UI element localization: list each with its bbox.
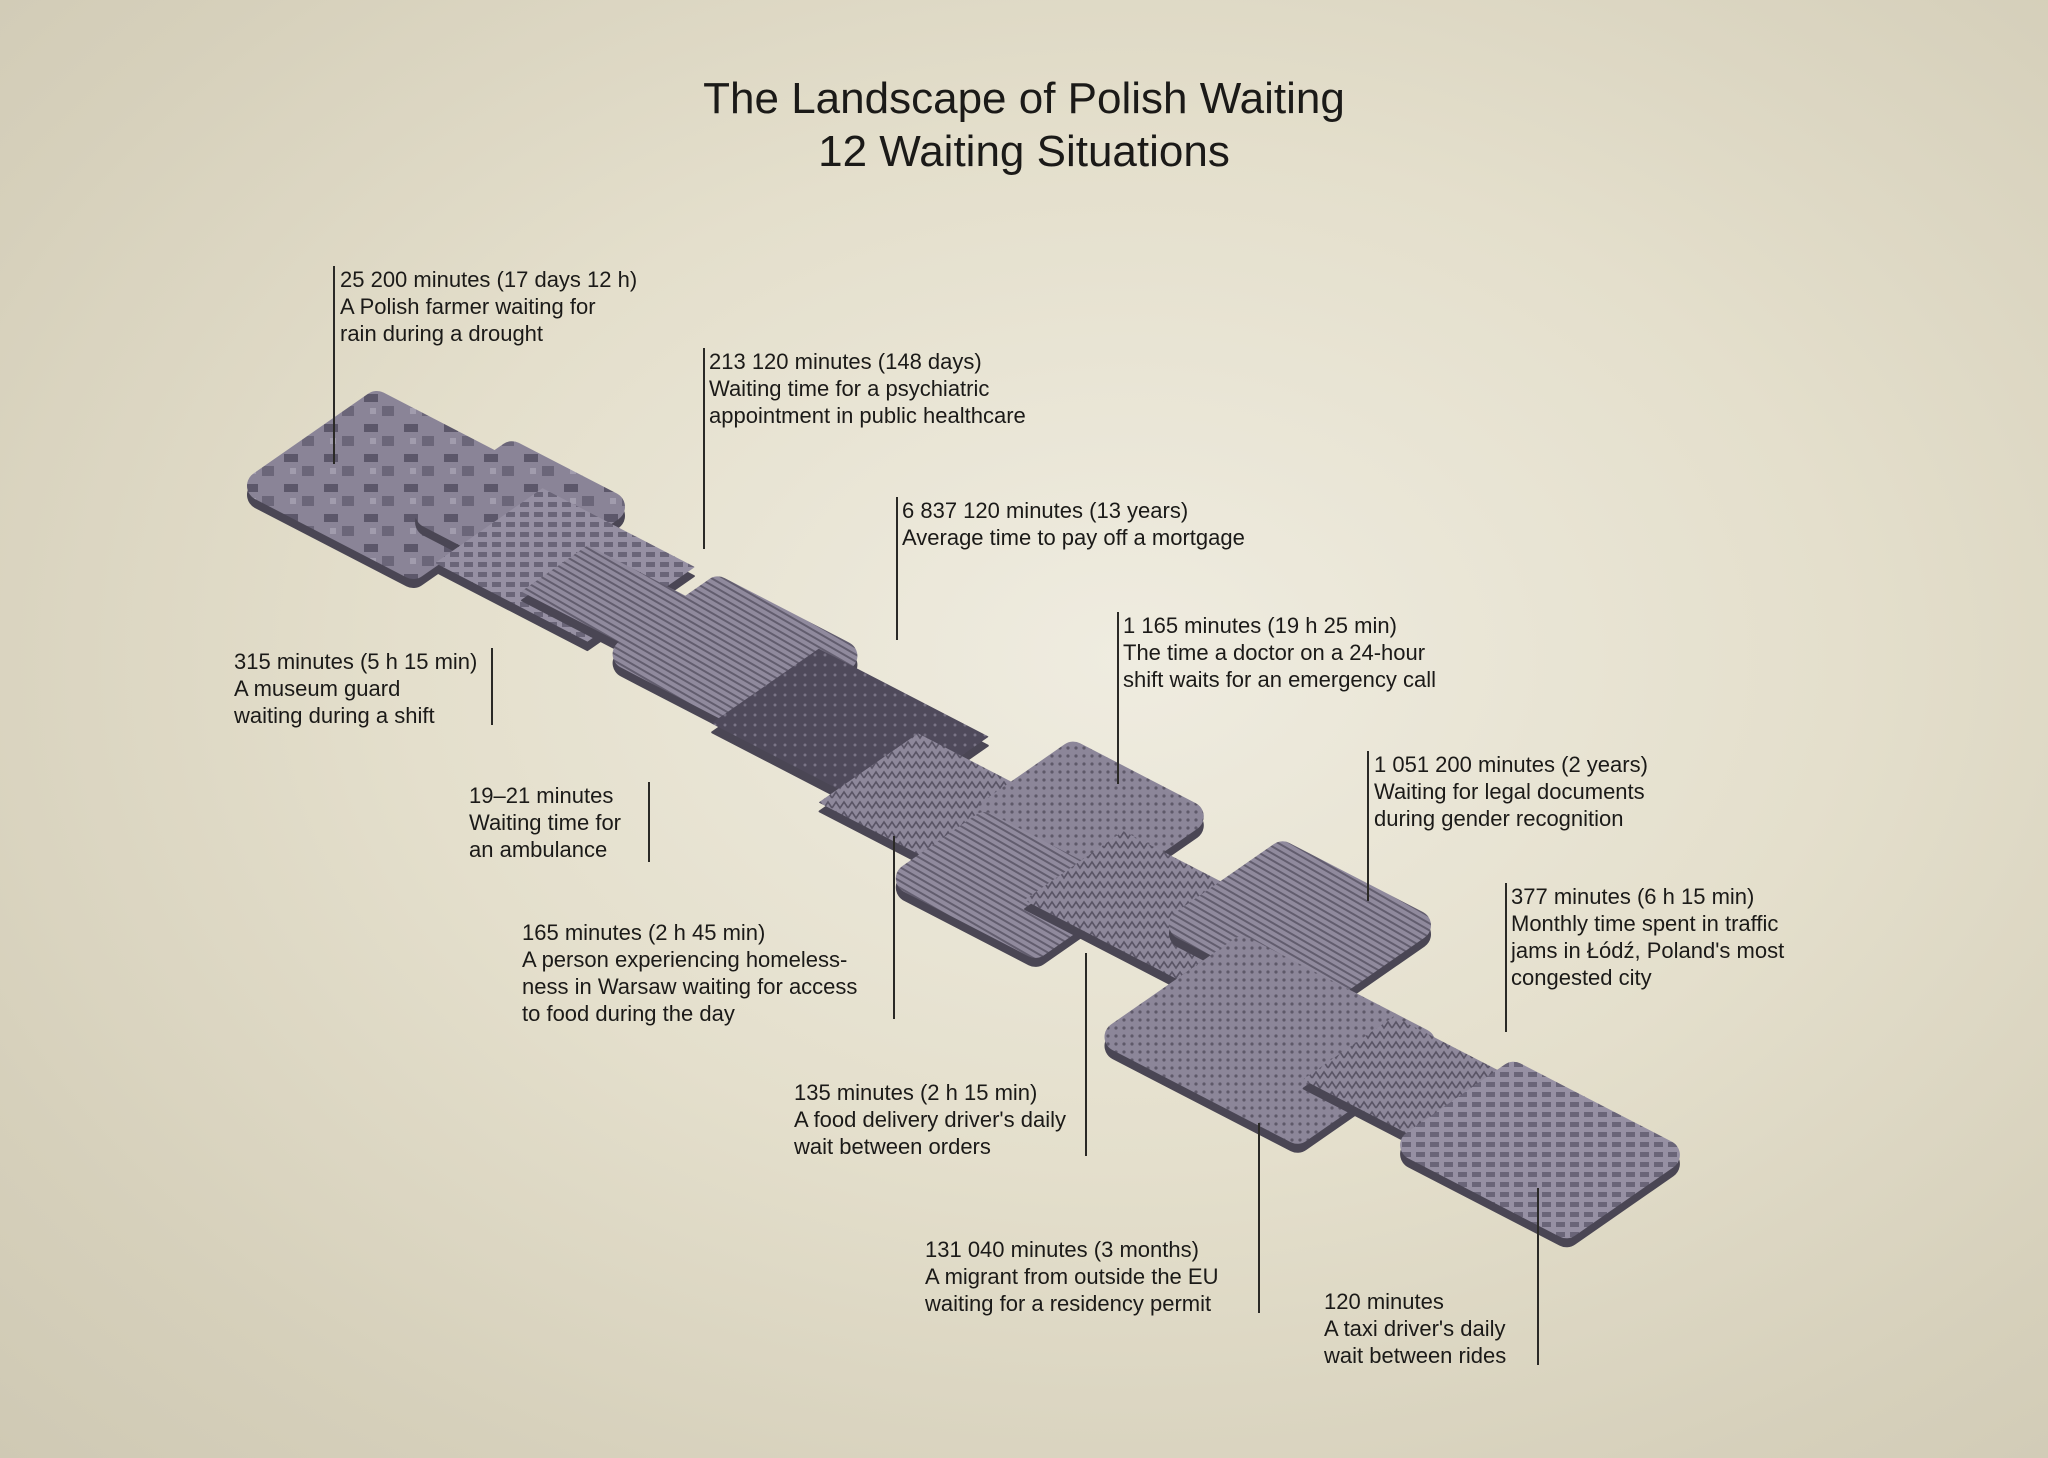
title-line-2: 12 Waiting Situations [818, 127, 1230, 176]
label-description: jams in Łódź, Poland's most [1511, 938, 1785, 963]
label-duration: 25 200 minutes (17 days 12 h) [340, 267, 638, 292]
label-homelessness: 165 minutes (2 h 45 min)A person experie… [522, 919, 857, 1027]
label-duration: 213 120 minutes (148 days) [709, 349, 982, 374]
leader-line-psychiatric [703, 348, 705, 549]
leader-line-homelessness [893, 836, 895, 1019]
label-psychiatric: 213 120 minutes (148 days)Waiting time f… [709, 348, 1026, 429]
label-duration: 19–21 minutes [469, 783, 614, 808]
label-description: A person experiencing homeless- [522, 947, 848, 972]
label-description: waiting for a residency permit [925, 1291, 1212, 1316]
label-description: A migrant from outside the EU [925, 1264, 1219, 1289]
label-description: an ambulance [469, 837, 608, 862]
label-duration: 165 minutes (2 h 45 min) [522, 920, 766, 945]
label-description: A museum guard [234, 676, 401, 701]
label-description: during gender recognition [1374, 806, 1624, 831]
label-description: to food during the day [522, 1001, 735, 1026]
label-description: wait between orders [794, 1134, 991, 1159]
label-duration: 1 051 200 minutes (2 years) [1374, 752, 1648, 777]
label-farmer: 25 200 minutes (17 days 12 h)A Polish fa… [340, 266, 637, 347]
label-migrant: 131 040 minutes (3 months)A migrant from… [925, 1236, 1218, 1317]
leader-line-doctor [1117, 612, 1119, 784]
label-duration: 1 165 minutes (19 h 25 min) [1123, 613, 1397, 638]
label-description: Waiting time for [469, 810, 622, 835]
label-food-delivery: 135 minutes (2 h 15 min)A food delivery … [794, 1079, 1066, 1160]
label-gender-recognition: 1 051 200 minutes (2 years)Waiting for l… [1374, 751, 1648, 832]
leader-line-farmer [333, 266, 335, 464]
leader-line-museum-guard [491, 648, 493, 725]
page-title: The Landscape of Polish Waiting 12 Waiti… [0, 72, 2048, 178]
label-traffic: 377 minutes (6 h 15 min)Monthly time spe… [1511, 883, 1784, 991]
label-description: A Polish farmer waiting for [340, 294, 596, 319]
leader-line-mortgage [896, 497, 898, 640]
leader-line-traffic [1505, 883, 1507, 1032]
label-description: A taxi driver's daily [1324, 1316, 1506, 1341]
label-mortgage: 6 837 120 minutes (13 years)Average time… [902, 497, 1245, 551]
leader-line-food-delivery [1085, 953, 1087, 1156]
label-doctor: 1 165 minutes (19 h 25 min)The time a do… [1123, 612, 1436, 693]
label-description: rain during a drought [340, 321, 544, 346]
title-line-1: The Landscape of Polish Waiting [703, 74, 1345, 123]
label-duration: 6 837 120 minutes (13 years) [902, 498, 1189, 523]
label-description: congested city [1511, 965, 1652, 990]
label-description: The time a doctor on a 24-hour [1123, 640, 1426, 665]
label-duration: 120 minutes [1324, 1289, 1444, 1314]
label-duration: 315 minutes (5 h 15 min) [234, 649, 478, 674]
label-description: shift waits for an emergency call [1123, 667, 1437, 692]
label-description: waiting during a shift [234, 703, 435, 728]
label-description: Monthly time spent in traffic [1511, 911, 1779, 936]
label-duration: 135 minutes (2 h 15 min) [794, 1080, 1038, 1105]
leader-line-taxi [1537, 1188, 1539, 1365]
label-description: A food delivery driver's daily [794, 1107, 1066, 1132]
label-description: appointment in public healthcare [709, 403, 1026, 428]
label-description: Waiting for legal documents [1374, 779, 1645, 804]
label-description: ness in Warsaw waiting for access [522, 974, 858, 999]
label-description: Waiting time for a psychiatric [709, 376, 990, 401]
label-description: wait between rides [1324, 1343, 1507, 1368]
leader-line-gender-recognition [1367, 751, 1369, 901]
label-duration: 377 minutes (6 h 15 min) [1511, 884, 1755, 909]
leader-line-ambulance [648, 782, 650, 862]
leader-line-migrant [1258, 1123, 1260, 1313]
taxi-tile [1400, 1061, 1680, 1239]
label-description: Average time to pay off a mortgage [902, 525, 1245, 550]
label-duration: 131 040 minutes (3 months) [925, 1237, 1199, 1262]
